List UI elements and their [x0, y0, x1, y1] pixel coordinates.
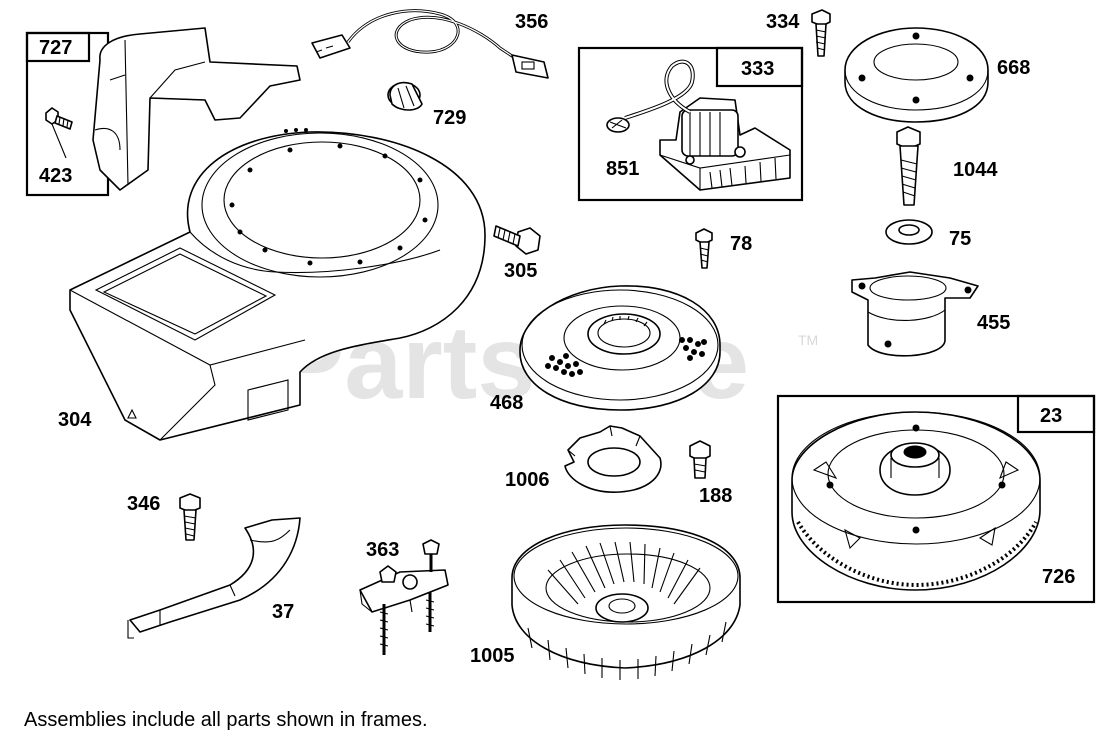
part-729-grommet: 729	[387, 81, 466, 129]
part-468-screen: 468	[490, 285, 721, 414]
part-188-bolt: 188	[689, 440, 732, 507]
screen-perforations-right	[679, 337, 707, 361]
fan-blades	[547, 541, 701, 605]
label-1006: 1006	[505, 469, 550, 491]
part-78-screw: 78	[695, 228, 752, 269]
part-1005-fan: 1005	[470, 524, 741, 680]
part-363-bracket: 363	[359, 539, 449, 655]
label-75: 75	[949, 228, 971, 250]
label-78: 78	[730, 233, 752, 255]
part-851-armature: 851	[606, 59, 791, 191]
label-188: 188	[699, 485, 732, 507]
part-305-bolt: 305	[493, 225, 541, 282]
part-304-blower-housing: 304	[58, 128, 486, 441]
frame-333-border	[577, 46, 804, 202]
label-468: 468	[490, 392, 523, 414]
label-729: 729	[433, 107, 466, 129]
frame-23-tag	[1016, 394, 1096, 434]
watermark-trademark: TM	[798, 332, 818, 348]
part-1006-ratchet: 1006	[505, 425, 662, 493]
label-23: 23	[1040, 405, 1062, 427]
label-851: 851	[606, 158, 639, 180]
label-455: 455	[977, 312, 1010, 334]
label-346: 346	[127, 493, 160, 515]
frame-727: 727	[25, 31, 110, 197]
label-334: 334	[766, 11, 800, 33]
label-668: 668	[997, 57, 1030, 79]
footer-caption: Assemblies include all parts shown in fr…	[24, 709, 428, 731]
part-668-plate: 668	[844, 27, 1030, 123]
part-423-screw: 423	[39, 107, 73, 187]
part-334-screw: 334	[766, 9, 831, 57]
label-356: 356	[515, 11, 548, 33]
part-37-baffle: 37	[127, 517, 301, 639]
label-727: 727	[39, 37, 72, 59]
part-346-bolt: 346	[127, 493, 201, 541]
part-75-washer: 75	[885, 219, 971, 250]
screen-perforations-left	[545, 353, 583, 377]
frame-333: 333	[577, 46, 804, 202]
label-1005: 1005	[470, 645, 515, 667]
label-363: 363	[366, 539, 399, 561]
part-727-air-guide	[92, 27, 301, 191]
label-304: 304	[58, 409, 92, 431]
part-356-wire-lead: 356	[311, 9, 549, 79]
frame-727-tag	[25, 31, 91, 63]
part-726-flywheel: 726	[791, 411, 1075, 591]
label-1044: 1044	[953, 159, 998, 181]
label-423: 423	[39, 165, 72, 187]
label-37: 37	[272, 601, 294, 623]
part-455-cup: 455	[851, 271, 1010, 357]
frame-23: 23	[776, 394, 1096, 604]
frame-23-border	[776, 394, 1096, 604]
frame-333-tag	[715, 46, 804, 88]
label-333: 333	[741, 58, 774, 80]
label-305: 305	[504, 260, 537, 282]
part-1044-bolt: 1044	[896, 126, 998, 206]
fan-fins	[527, 621, 727, 680]
label-726: 726	[1042, 566, 1075, 588]
